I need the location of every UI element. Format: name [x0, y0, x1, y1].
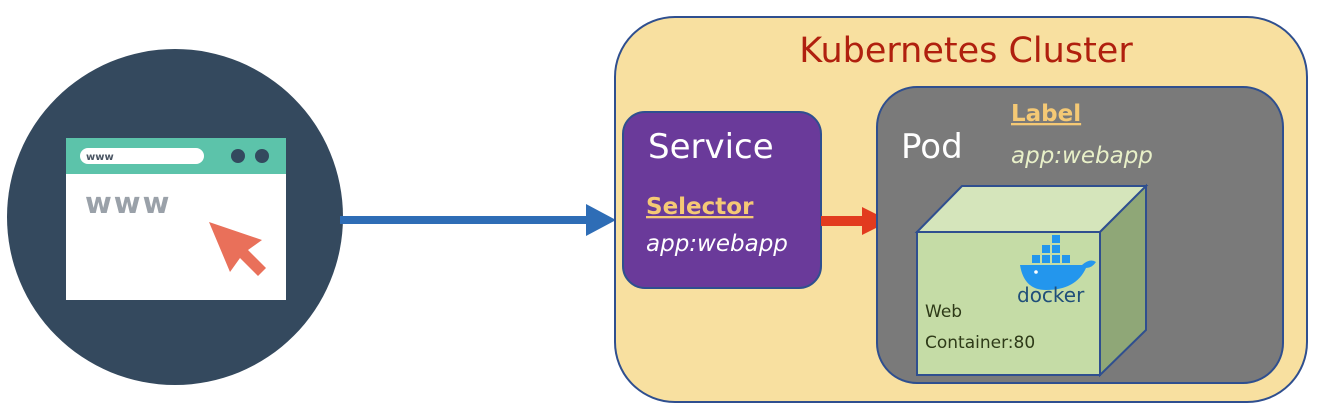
web-container-cube	[914, 183, 1149, 378]
container-label-line-1: Web	[925, 302, 962, 322]
selector-value: app:webapp	[646, 231, 788, 257]
browser-address-bar	[80, 148, 204, 164]
request-arrow-shaft	[340, 216, 590, 224]
browser-page-text: www	[85, 186, 171, 220]
selector-heading: Selector	[646, 194, 754, 220]
docker-logo-text: docker	[1017, 283, 1085, 307]
service-box	[622, 111, 822, 289]
docker-whale-icon	[1020, 235, 1096, 290]
request-arrow	[340, 204, 616, 236]
container-label-line-2: Container:80	[925, 333, 1035, 353]
cluster-title: Kubernetes Cluster	[799, 31, 1133, 71]
browser-icon: www www	[7, 49, 343, 385]
browser-dot-2	[255, 149, 269, 163]
cursor-arrow-icon	[209, 222, 266, 276]
label-heading: Label	[1011, 101, 1081, 127]
pod-title: Pod	[901, 127, 963, 167]
label-value: app:webapp	[1011, 143, 1153, 169]
service-title: Service	[648, 127, 774, 167]
browser-dot-1	[231, 149, 245, 163]
browser-address-text: www	[86, 152, 114, 163]
service-to-pod-arrow-shaft	[821, 216, 865, 226]
request-arrow-head	[586, 204, 616, 236]
